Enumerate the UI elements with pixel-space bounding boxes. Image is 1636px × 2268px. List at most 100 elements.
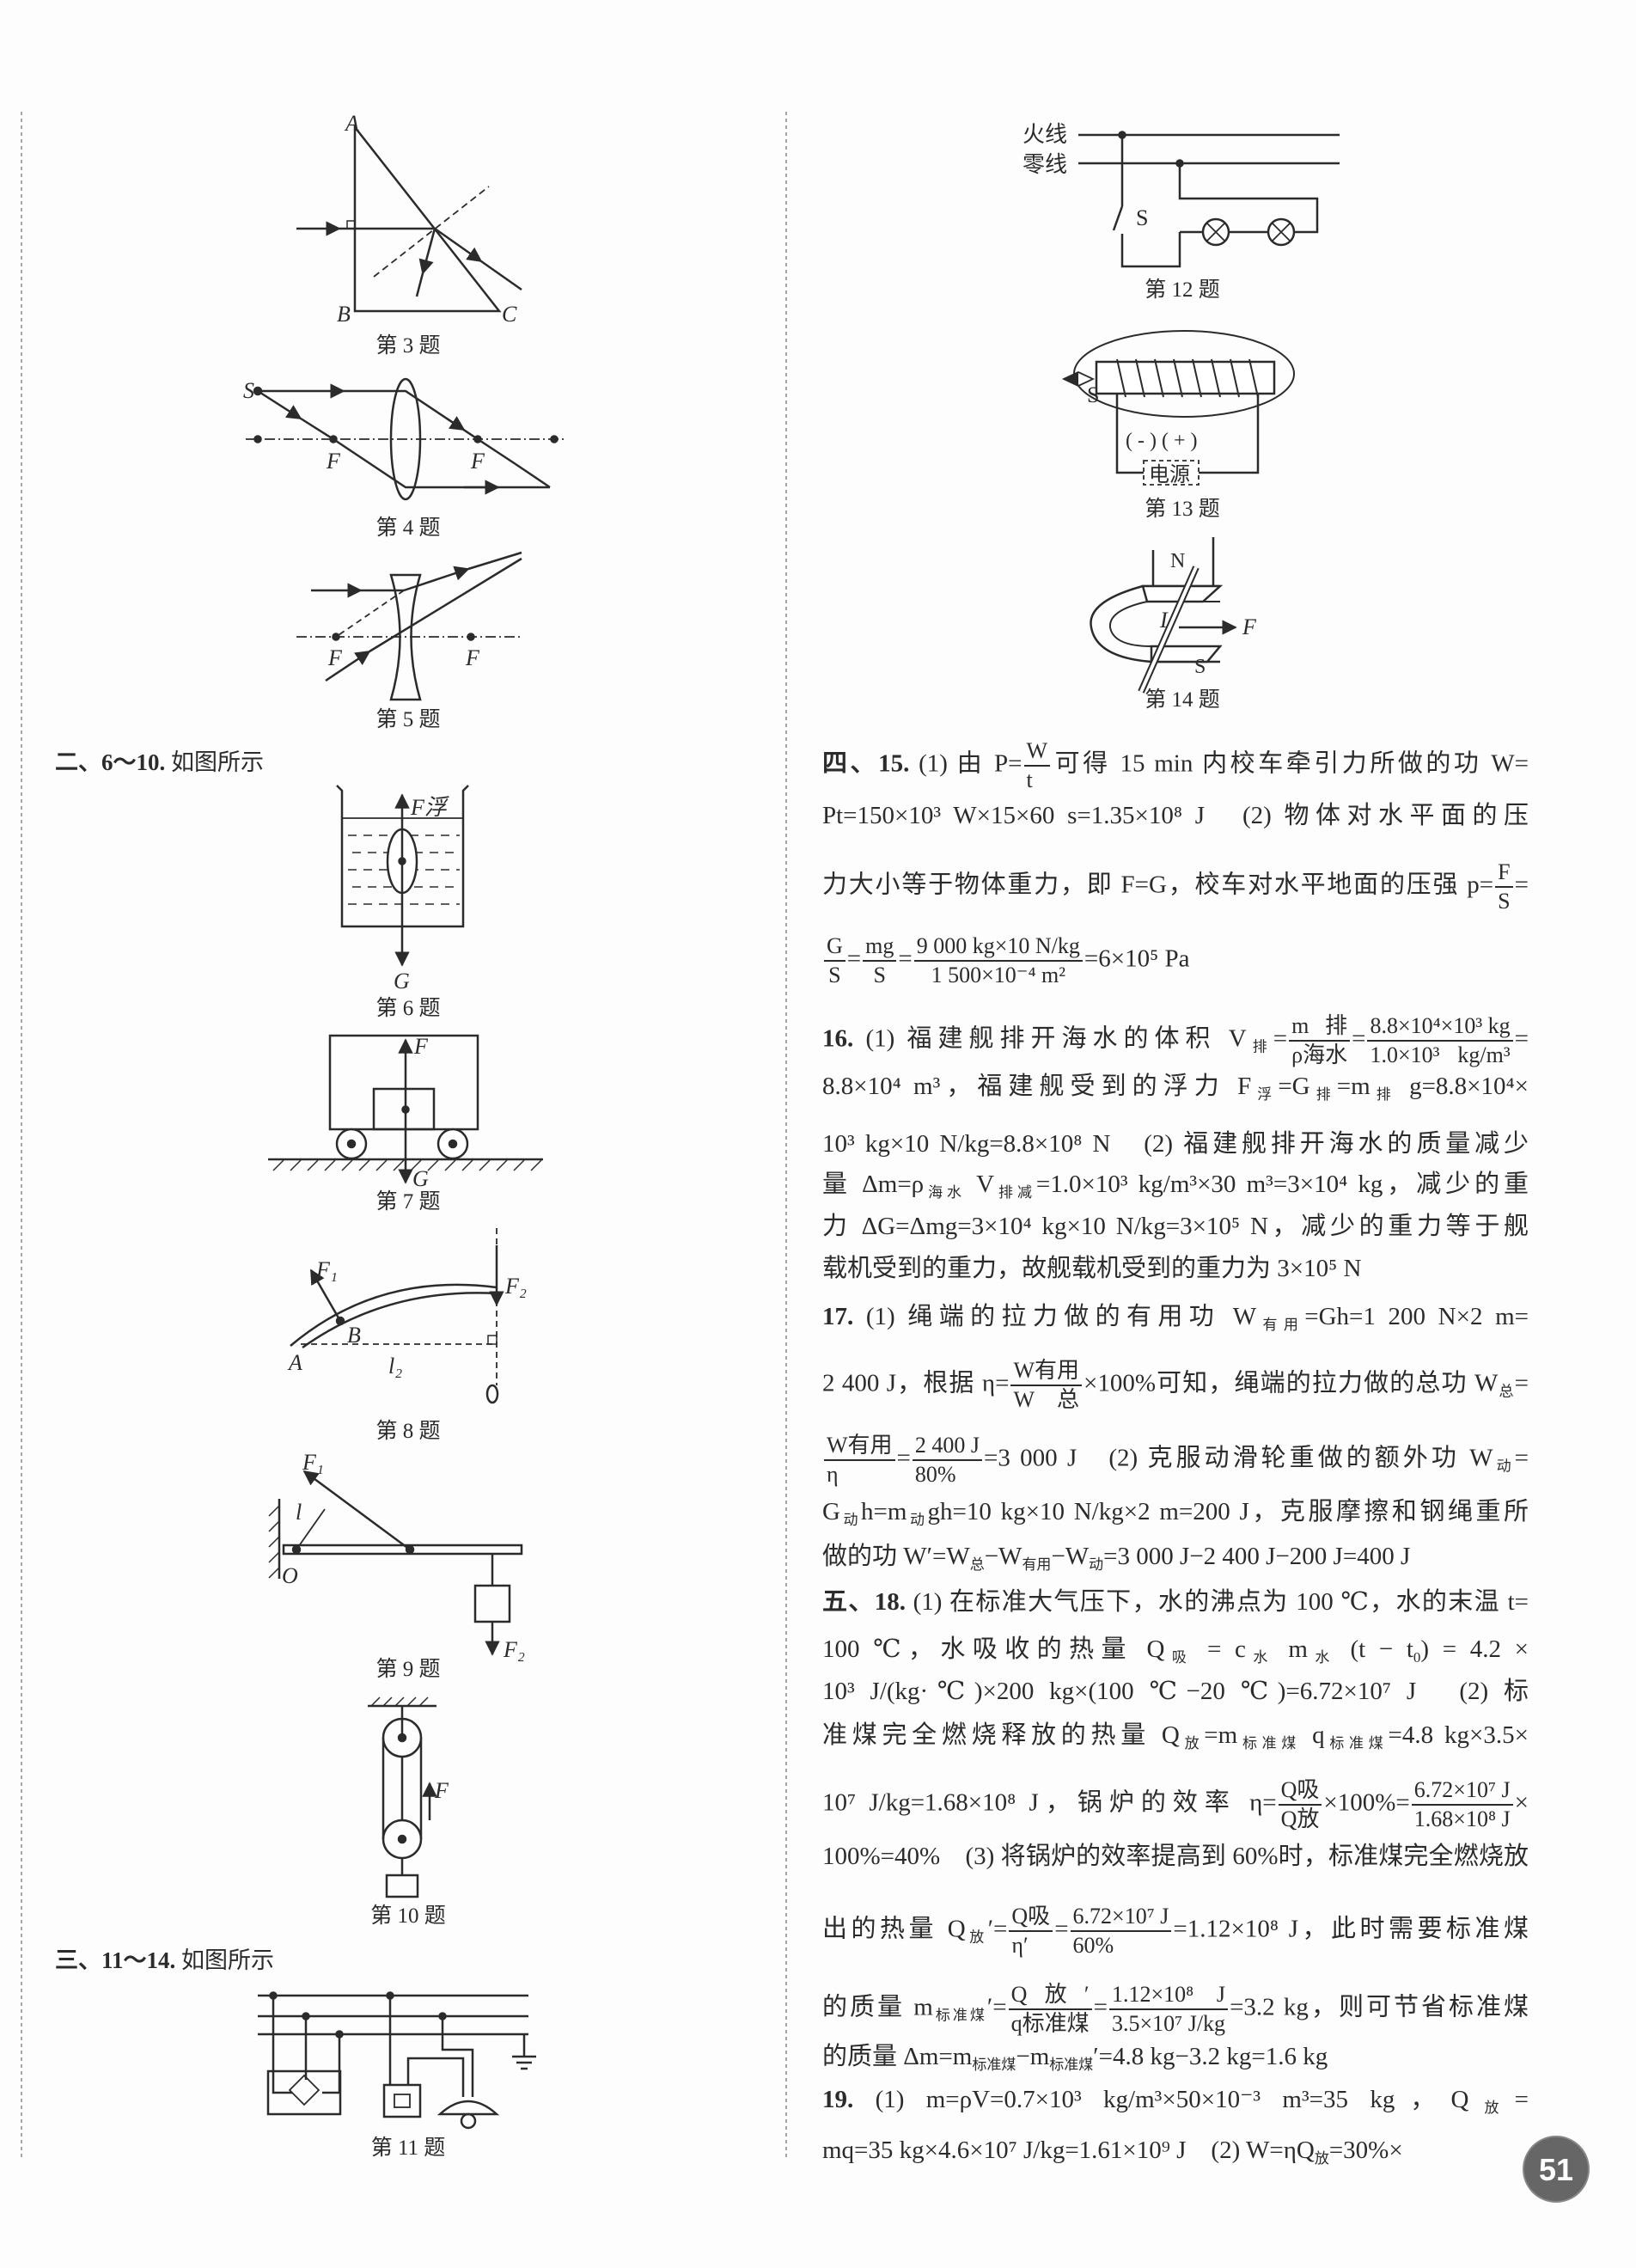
subscript: 排 xyxy=(1370,1086,1397,1103)
subscript: 水 xyxy=(1245,1649,1275,1666)
answer-text: ′=4.8 kg−3.2 kg=1.6 kg xyxy=(1093,2043,1328,2070)
answer-text: q xyxy=(1301,1721,1325,1749)
fraction-denominator: 1.68×10⁸ J xyxy=(1413,1806,1511,1831)
fraction-denominator: S xyxy=(1498,889,1511,914)
fraction-numerator: G xyxy=(824,932,845,962)
section-2-number: 二、6～10. xyxy=(55,749,166,775)
subscript: 动 xyxy=(907,1512,928,1528)
figure-10-pulley: F 第 10 题 xyxy=(368,1696,449,1928)
figure-6-floating-object: F浮 G 第 6 题 xyxy=(336,785,469,1020)
label-B: B xyxy=(347,1323,361,1348)
answer-text: ′= xyxy=(987,1915,1008,1943)
section-3-heading: 三、11～14. 如图所示 xyxy=(55,1941,274,1975)
label-F: F xyxy=(413,1034,429,1059)
label-O: O xyxy=(282,1563,298,1588)
answer-line: 准煤完全燃烧释放的热量 Q放=m标准煤 q标准煤=4.8 kg×3.5× xyxy=(822,1716,1529,1754)
figure-4-caption: 第 4 题 xyxy=(375,516,440,540)
answer-text: =1.0×10³ kg/m³×30 m³=3×10⁴ kg，减少的重 xyxy=(1035,1171,1529,1198)
figure-5-concave-lens: F F 第 5 题 xyxy=(296,551,522,731)
label-poles: ( - ) ( + ) xyxy=(1126,430,1198,452)
answer-text: = xyxy=(846,944,862,973)
answer-text: 10³ J/(kg·℃)×200 kg×(100 ℃−20 ℃)=6.72×10… xyxy=(822,1678,1529,1705)
figure-9-wall-lever: O l F₁ F₂ 第 9 题 xyxy=(268,1450,525,1681)
question-number: 17. xyxy=(822,1303,854,1330)
label-F: F xyxy=(1242,614,1257,639)
fraction-numerator: 6.72×10⁷ J xyxy=(1411,1776,1513,1806)
answer-line: 100 ℃，水吸收的热量 Q吸 = c水 m水 (t − t0) = 4.2 × xyxy=(822,1630,1529,1668)
subscript: 排 xyxy=(1246,1038,1273,1055)
label-l: l xyxy=(296,1500,302,1525)
fraction-denominator: W总 xyxy=(1013,1387,1079,1412)
label-switch-S: S xyxy=(1136,205,1148,230)
answer-text: 100 ℃，水吸收的热量 Q xyxy=(822,1635,1165,1663)
fraction-denominator: 80% xyxy=(914,1462,956,1487)
fraction-numerator: W xyxy=(1023,737,1051,767)
answer-text: (1) 在标准大气压下，水的沸点为 100 ℃，水的末温 t= xyxy=(905,1588,1529,1616)
label-C: C xyxy=(502,302,517,327)
subscript: 放 xyxy=(965,1929,988,1946)
figure-10-caption: 第 10 题 xyxy=(370,1904,446,1928)
label-neutral-wire: 零线 xyxy=(1022,152,1067,177)
answer-text: =Gh=1 200 N×2 m= xyxy=(1304,1303,1529,1330)
figure-7-cart: F G 第 7 题 xyxy=(268,1034,543,1213)
answer-text: = xyxy=(1093,1993,1108,2021)
fraction-denominator: η xyxy=(827,1462,839,1487)
label-F: F xyxy=(434,1778,449,1803)
figure-13-caption: 第 13 题 xyxy=(1145,497,1220,521)
answer-text: = xyxy=(898,944,913,973)
label-live-wire: 火线 xyxy=(1022,122,1067,147)
subscript: 标准煤 xyxy=(972,2057,1016,2073)
label-F-right: F xyxy=(465,645,480,670)
figure-3-caption: 第 3 题 xyxy=(375,333,440,358)
subscript: 0 xyxy=(1413,1649,1421,1666)
figure-5-caption: 第 5 题 xyxy=(375,707,440,731)
label-G: G xyxy=(412,1166,429,1191)
section-2-heading: 二、6～10. 如图所示 xyxy=(55,743,264,777)
answer-text: 可得 15 min 内校车牵引力所做的功 W= xyxy=(1052,749,1529,778)
answer-text: 的质量 Δm=m xyxy=(822,2043,973,2070)
answer-text: 力大小等于物体重力，即 F=G，校车对水平地面的压强 p= xyxy=(822,871,1494,899)
answer-text: = xyxy=(1054,1915,1069,1943)
label-l2: l₂ xyxy=(388,1354,402,1379)
figure-9-caption: 第 9 题 xyxy=(375,1657,440,1681)
answer-text: =3.2 kg，则可节省标准煤 xyxy=(1230,1993,1529,2021)
fraction: Q放′q标准煤 xyxy=(1008,1981,1092,2038)
answer-text: 载机受到的重力，故舰载机受到的重力为 3×10⁵ N xyxy=(822,1255,1362,1282)
answer-line: 10³ kg×10 N/kg=8.8×10⁸ N (2) 福建舰排开海水的质量减… xyxy=(822,1125,1529,1163)
answer-text: =6×10⁵ Pa xyxy=(1084,944,1190,973)
fraction-numerator: mg xyxy=(863,932,897,962)
answer-line: 载机受到的重力，故舰载机受到的重力为 3×10⁵ N xyxy=(822,1250,1529,1287)
figure-11-caption: 第 11 题 xyxy=(371,2136,446,2160)
subscript: 标准煤 xyxy=(1324,1735,1389,1751)
label-F-left: F xyxy=(327,645,343,670)
subscript: 总 xyxy=(1498,1383,1515,1400)
answer-text: 量 Δm=ρ xyxy=(822,1171,925,1198)
figure-6-caption: 第 6 题 xyxy=(375,996,440,1020)
label-N: N xyxy=(1170,550,1185,572)
figure-11-household-circuit: 第 11 题 xyxy=(258,1991,536,2160)
answer-text: =G xyxy=(1278,1073,1310,1100)
figure-8-lever: A B F₁ F₂ l₂ 第 8 题 xyxy=(287,1228,527,1443)
fraction-numerator: 8.8×10⁴×10³ kg xyxy=(1367,1012,1513,1042)
answer-text: −W xyxy=(1051,1543,1090,1570)
answer-text: =4.8 kg×3.5× xyxy=(1388,1721,1529,1749)
figure-12-lamp-circuit: 火线 零线 S 第 12 题 xyxy=(1022,122,1340,302)
answer-line: 8.8×10⁴ m³，福建舰受到的浮力 F浮=G排=m排 g=8.8×10⁴× xyxy=(822,1067,1529,1105)
section-3-text: 如图所示 xyxy=(181,1947,275,1973)
answer-text: 准煤完全燃烧释放的热量 Q xyxy=(822,1721,1180,1749)
subscript: 海水 xyxy=(924,1184,966,1201)
section-3-number: 三、11～14. xyxy=(55,1947,176,1973)
label-S: S xyxy=(243,378,254,403)
fraction-denominator: ρ海水 xyxy=(1291,1042,1348,1067)
figure-4-convex-lens: S F F 第 4 题 xyxy=(243,377,565,540)
label-F2: F₂ xyxy=(503,1637,525,1662)
answer-text: (1) m=ρV=0.7×10³ kg/m³×50×10⁻³ m³=35 kg，… xyxy=(853,2086,1469,2113)
answer-text: =30%× xyxy=(1328,2137,1403,2164)
